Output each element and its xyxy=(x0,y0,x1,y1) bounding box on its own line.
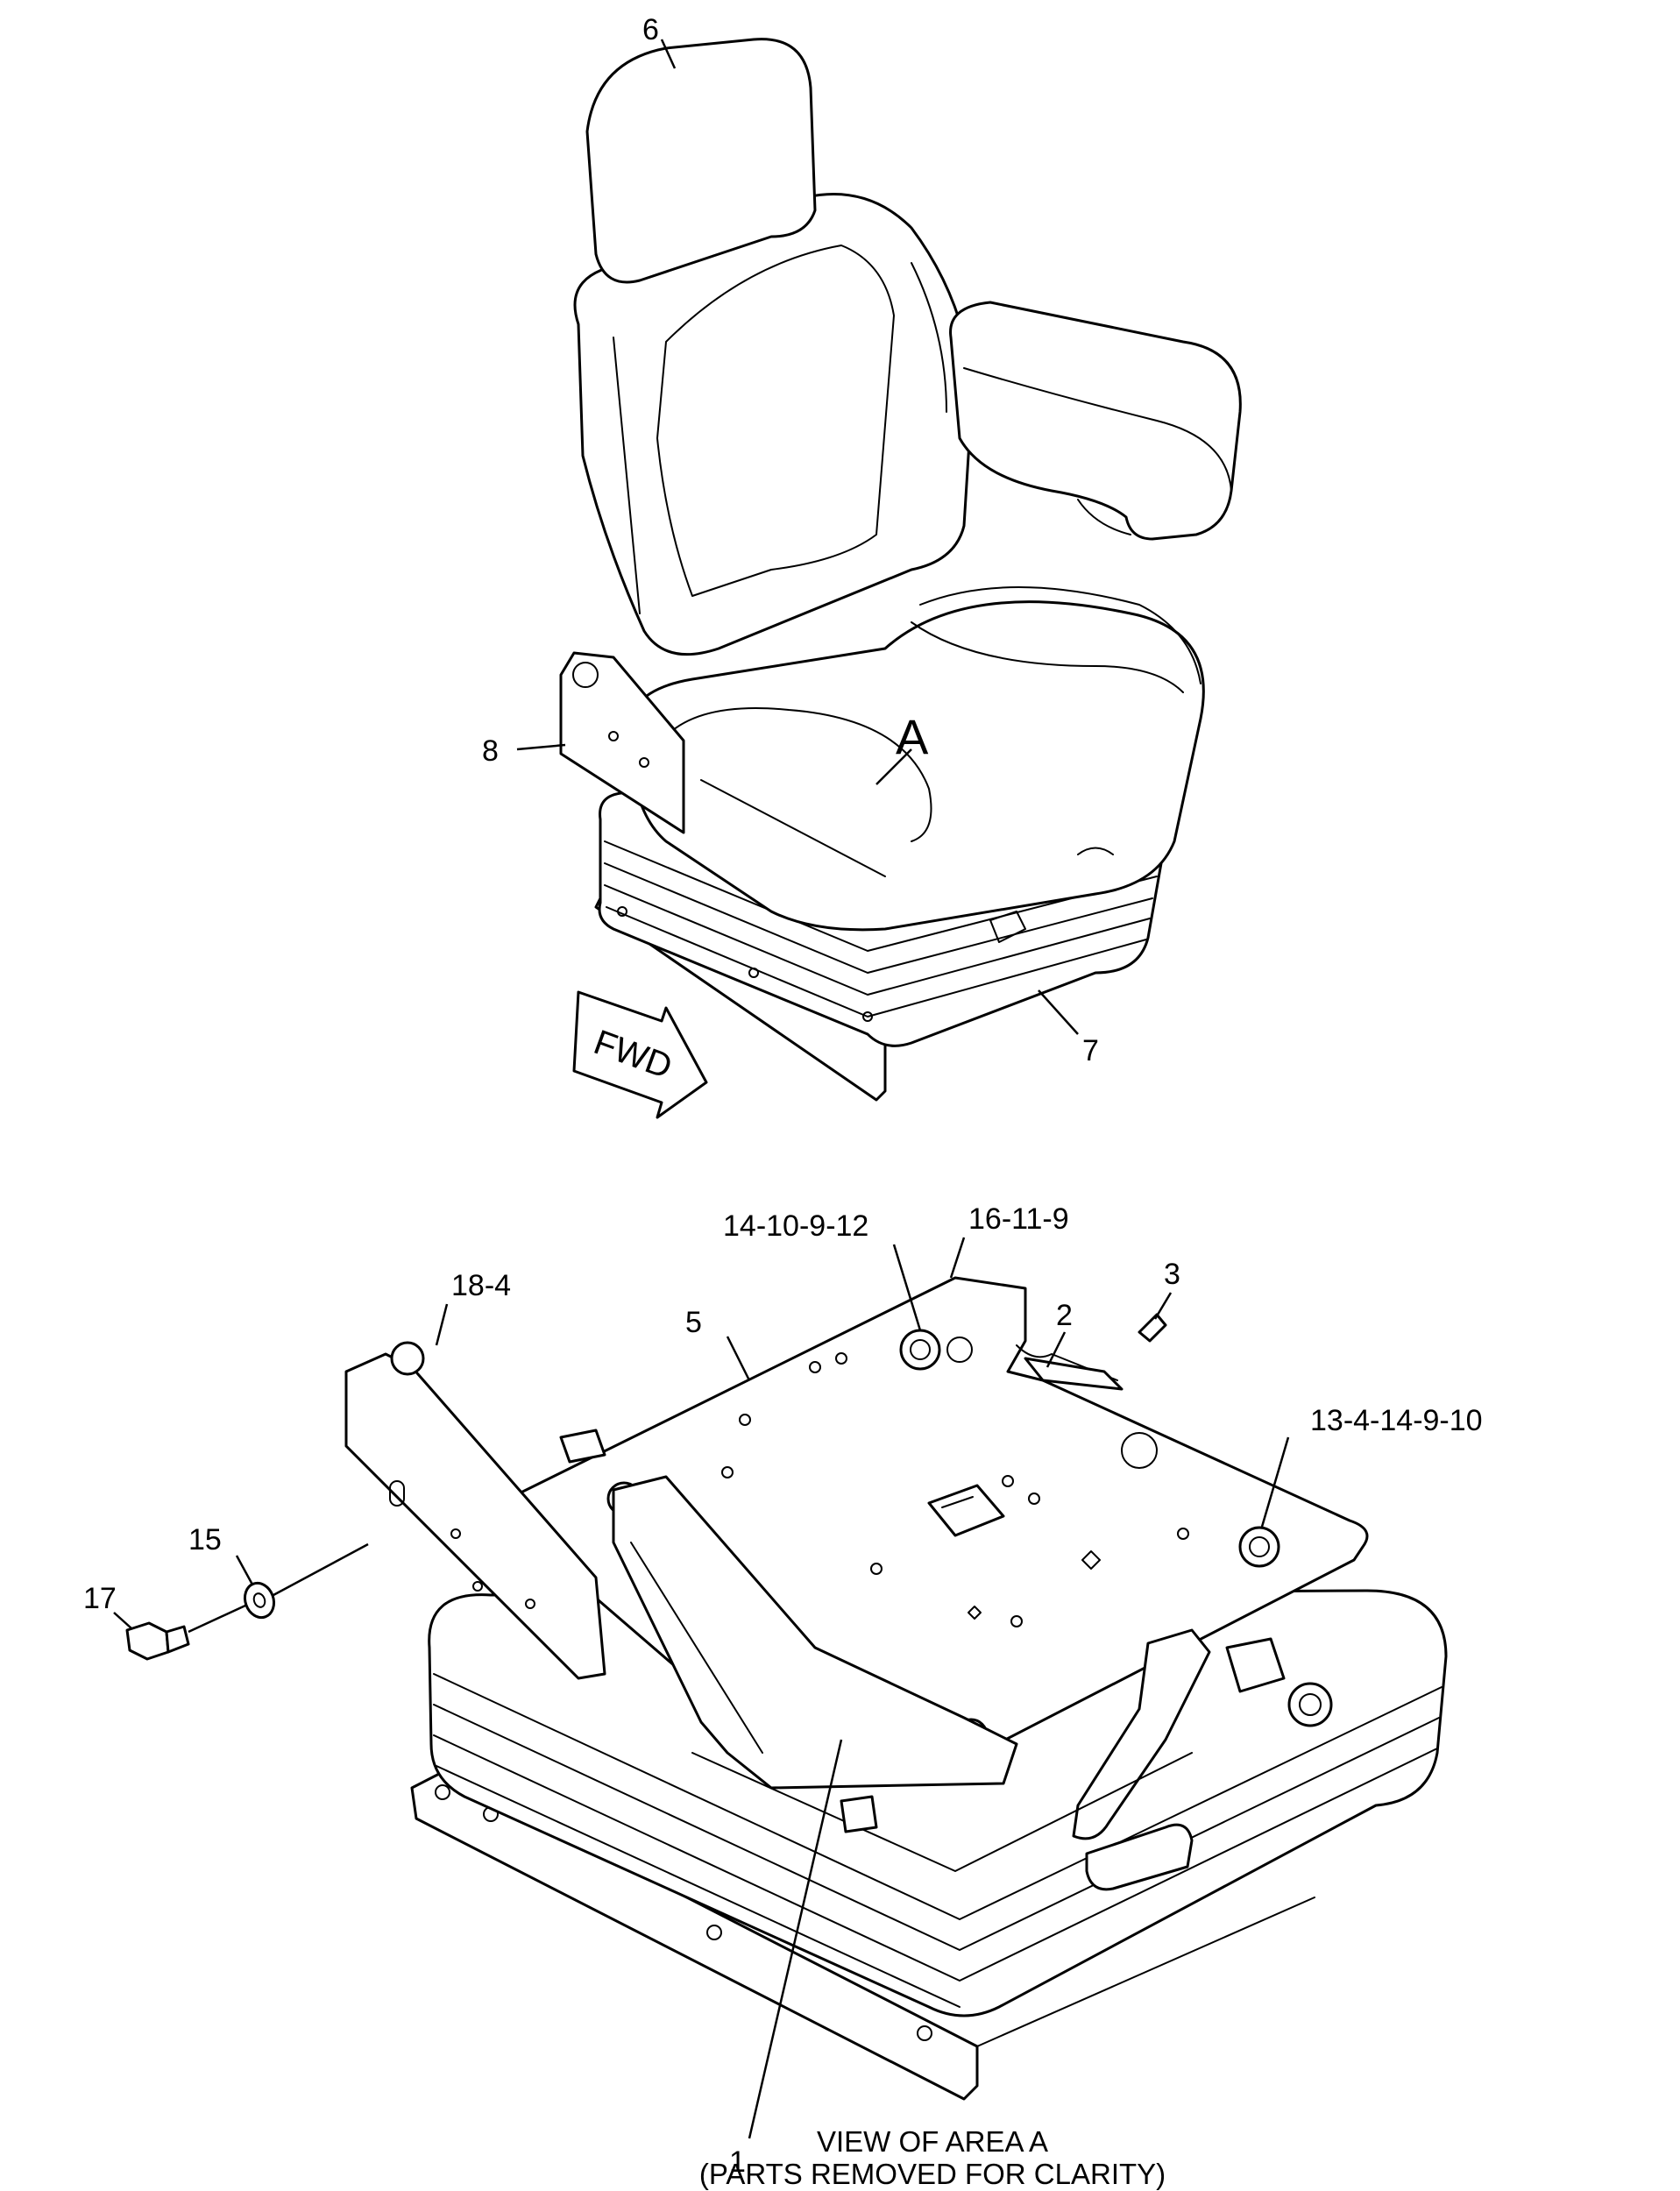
leader-1 xyxy=(748,1739,843,2139)
callout-16-11-9: 16-11-9 xyxy=(968,1202,1069,1236)
leader-16-11-9 xyxy=(949,1237,966,1279)
leader-18-4 xyxy=(435,1303,449,1346)
callout-8: 8 xyxy=(482,734,499,768)
callout-1: 1 xyxy=(729,2145,746,2179)
callout-6: 6 xyxy=(642,13,659,46)
callout-15: 15 xyxy=(188,1523,222,1556)
leader-15 xyxy=(235,1555,254,1585)
forward-arrow-icon: FWD xyxy=(572,990,708,1119)
callout-5: 5 xyxy=(685,1306,702,1339)
nut-13-4-14-9-10 xyxy=(1238,1526,1280,1568)
caption-line-1: VIEW OF AREA A xyxy=(817,2125,1048,2158)
leader-2 xyxy=(1046,1331,1067,1368)
callout-3: 3 xyxy=(1164,1258,1180,1291)
callout-17: 17 xyxy=(83,1582,117,1615)
leader-8 xyxy=(516,743,566,751)
leader-17 xyxy=(113,1612,132,1629)
callout-18-4: 18-4 xyxy=(451,1269,511,1302)
callout-13-4-14-9-10: 13-4-14-9-10 xyxy=(1310,1404,1483,1437)
callout-14-10-9-12: 14-10-9-12 xyxy=(723,1209,868,1243)
leader-5 xyxy=(726,1336,751,1381)
seat-assembly-drawing xyxy=(559,38,1242,1102)
leader-7 xyxy=(1038,989,1079,1035)
leader-3 xyxy=(1153,1292,1173,1320)
callout-2: 2 xyxy=(1056,1299,1073,1332)
nut-14-10-9-12 xyxy=(899,1329,941,1371)
area-a-detail-drawing xyxy=(125,1276,1448,2101)
leader-13-4-14-9-10 xyxy=(1260,1436,1290,1528)
area-marker-a: A xyxy=(896,709,929,764)
caption-line-2: (PARTS REMOVED FOR CLARITY) xyxy=(699,2158,1166,2190)
leader-6 xyxy=(660,39,677,69)
leader-14-10-9-12 xyxy=(892,1244,922,1331)
leader-a xyxy=(875,748,912,785)
callout-7: 7 xyxy=(1082,1034,1099,1067)
